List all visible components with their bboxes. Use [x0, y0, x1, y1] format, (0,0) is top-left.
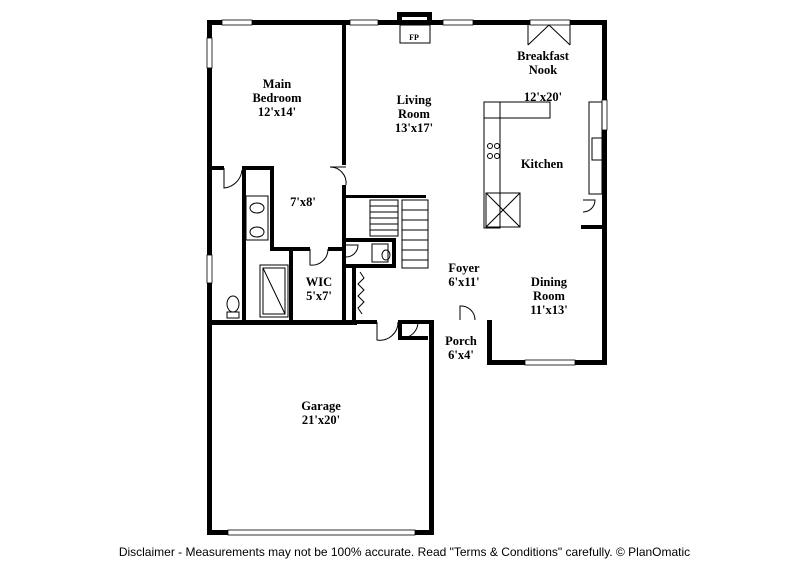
dining-room-label-2: Room: [533, 289, 566, 303]
wic-label: WIC: [306, 275, 332, 289]
main-bedroom-size: 12'x14': [258, 105, 296, 119]
main-bedroom-label-1: Main: [263, 77, 292, 91]
room-labels: Main Bedroom 12'x14' Living Room 13'x17'…: [252, 49, 569, 427]
disclaimer-text: Disclaimer - Measurements may not be 100…: [118, 545, 691, 559]
wic-size: 5'x7': [306, 289, 332, 303]
porch-label: Porch: [445, 334, 477, 348]
bath-fixtures: [226, 195, 391, 319]
windows: [206, 19, 608, 536]
kitchen-cabinets: [483, 101, 603, 229]
doors: [223, 166, 596, 341]
main-bedroom-label-2: Bedroom: [252, 91, 302, 105]
living-room-label-2: Room: [398, 107, 431, 121]
porch-size: 6'x4': [448, 348, 474, 362]
kitchen-label: Kitchen: [521, 157, 563, 171]
bath-size: 7'x8': [290, 195, 316, 209]
living-room-size: 13'x17': [395, 121, 433, 135]
garage-label: Garage: [301, 399, 341, 413]
breakfast-nook-size: 12'x20': [524, 90, 562, 104]
interior-walls: [212, 25, 607, 340]
breakfast-nook-label-2: Nook: [529, 63, 558, 77]
dining-room-size: 11'x13': [530, 303, 568, 317]
fireplace-label: FP: [409, 33, 419, 42]
foyer-size: 6'x11': [448, 275, 479, 289]
fireplace: FP: [399, 24, 431, 44]
breakfast-doors: [527, 24, 571, 46]
garage-size: 21'x20': [302, 413, 340, 427]
living-room-label-1: Living: [397, 93, 432, 107]
foyer-label: Foyer: [448, 261, 480, 275]
dining-room-label-1: Dining: [531, 275, 568, 289]
stairs: [357, 199, 429, 315]
breakfast-nook-label-1: Breakfast: [517, 49, 570, 63]
